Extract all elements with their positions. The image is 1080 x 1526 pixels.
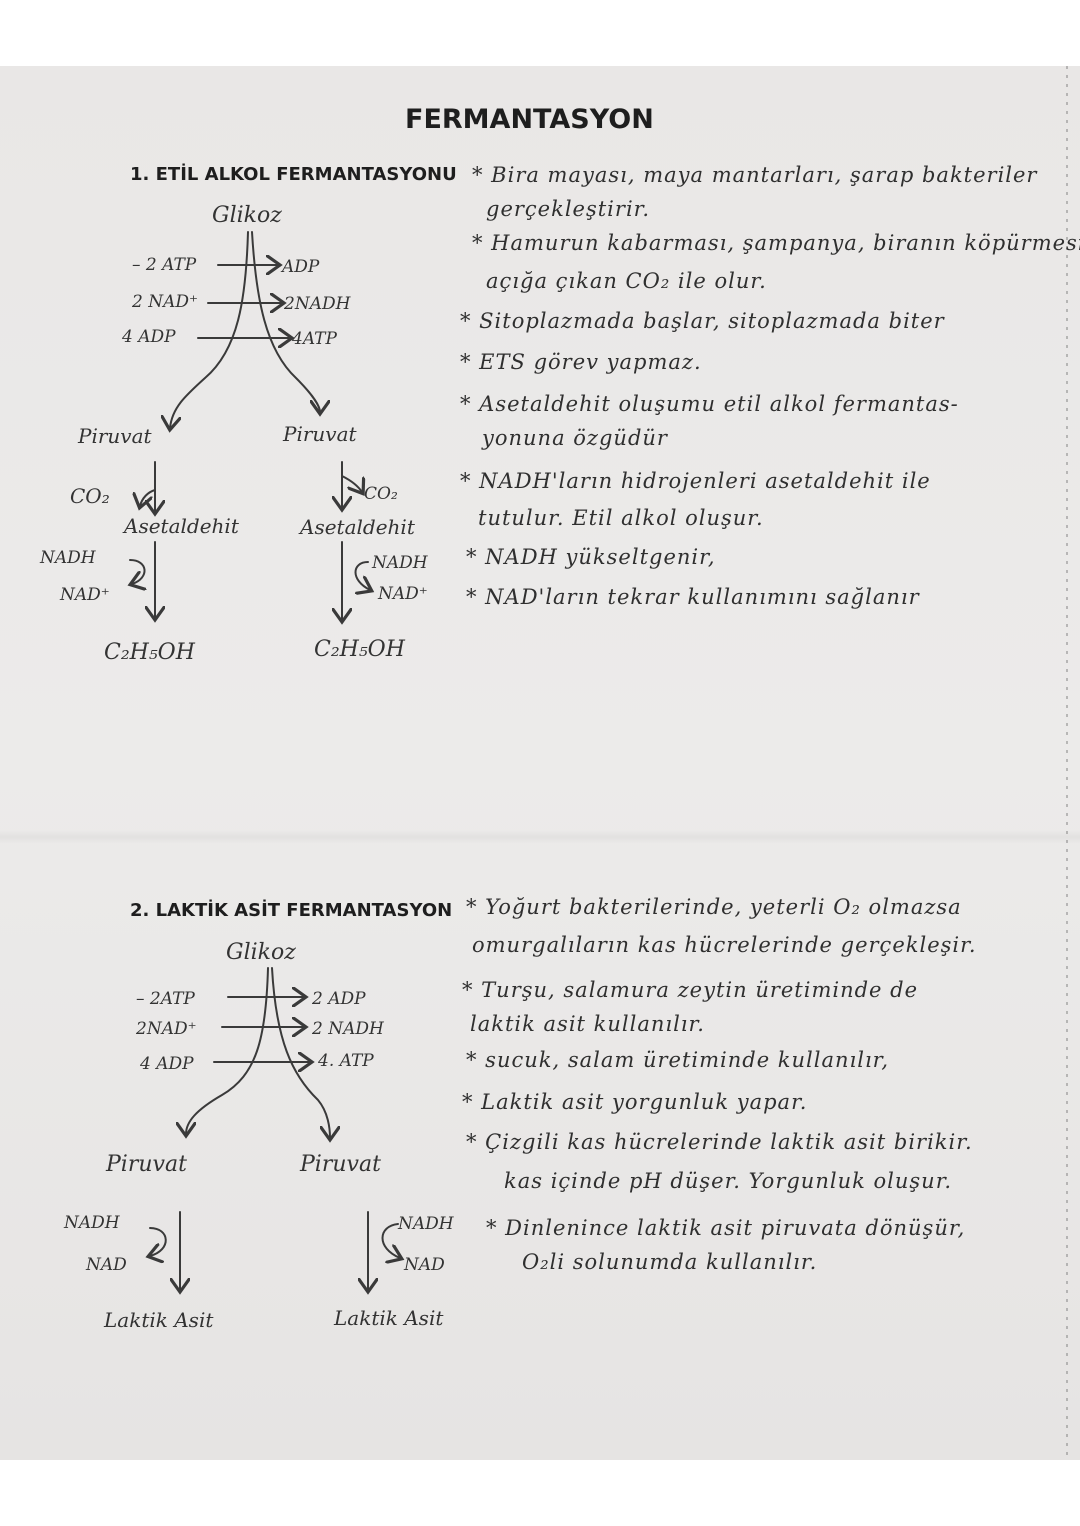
s2-in-nad: 2NAD⁺ [136, 1019, 197, 1039]
s2-note: laktik asit kullanılır. [470, 1012, 705, 1036]
s2-note: * Turşu, salamura zeytin üretiminde de [462, 978, 919, 1002]
s2-product-right: Laktik Asit [334, 1306, 444, 1330]
s2-out-atp: 4. ATP [318, 1051, 374, 1071]
section1-heading: 1. ETİL ALKOL FERMANTASYONU [130, 164, 457, 185]
s2-product-left: Laktik Asit [104, 1308, 214, 1332]
s1-product-right: C₂H₅OH [314, 637, 405, 662]
s1-co2-release-right [341, 475, 362, 492]
s1-glucose-split-right [251, 231, 320, 412]
s1-note: * Sitoplazmada başlar, sitoplazmada bite… [460, 309, 945, 333]
s2-note: * sucuk, salam üretiminde kullanılır, [466, 1048, 890, 1072]
s1-acetaldehyde-left: Asetaldehit [124, 514, 239, 538]
s1-in-adp: 4 ADP [122, 327, 176, 347]
s1-note: * Asetaldehit oluşumu etil alkol fermant… [460, 392, 959, 416]
s1-out-adp: ADP [282, 257, 320, 277]
s1-note: * Bira mayası, maya mantarları, şarap ba… [472, 163, 1038, 187]
s2-note: * Dinlenince laktik asit piruvata dönüşü… [486, 1216, 966, 1240]
s1-out-atp: 4ATP [292, 329, 337, 349]
paper-edge [1066, 66, 1068, 1460]
s1-pyruvate-left: Piruvat [78, 424, 152, 448]
s1-note: yonuna özgüdür [482, 426, 668, 450]
s2-glucose: Glikoz [226, 940, 296, 965]
s1-note: * NADH'ların hidrojenleri asetaldehit il… [460, 469, 931, 493]
s2-in-adp: 4 ADP [140, 1054, 194, 1074]
s2-pyruvate-right: Piruvat [300, 1152, 381, 1177]
s1-glucose-split-left [170, 231, 249, 428]
s2-nad-left: NAD [86, 1255, 127, 1275]
s1-co2-release-left [140, 489, 156, 506]
s1-note: * ETS görev yapmaz. [460, 350, 702, 374]
s2-note: O₂li solunumda kullanılır. [522, 1250, 818, 1274]
s1-in-nad: 2 NAD⁺ [132, 292, 198, 312]
s1-co2-right: CO₂ [364, 484, 398, 504]
s2-note: kas içinde pH düşer. Yorgunluk oluşur. [504, 1169, 953, 1193]
s2-out-adp: 2 ADP [312, 989, 366, 1009]
s2-glucose-split-right [271, 967, 330, 1138]
s1-nad-right: NAD⁺ [378, 584, 428, 604]
section2-heading: 2. LAKTİK ASİT FERMANTASYON [130, 900, 453, 921]
s2-nad-loop-right [381, 1223, 401, 1258]
page-title: FERMANTASYON [405, 104, 654, 135]
s2-nadh-right: NADH [398, 1214, 454, 1234]
s1-glucose: Glikoz [212, 203, 282, 228]
s2-pyruvate-left: Piruvat [106, 1152, 187, 1177]
s1-nad-loop-right [354, 561, 371, 590]
s1-acetaldehyde-right: Asetaldehit [300, 515, 415, 539]
s2-glucose-split-left [186, 967, 269, 1134]
s2-note: * Çizgili kas hücrelerinde laktik asit b… [466, 1130, 973, 1154]
s2-nad-right: NAD [404, 1255, 445, 1275]
s1-note: * Hamurun kabarması, şampanya, biranın k… [472, 231, 1080, 255]
s2-note: omurgalıların kas hücrelerinde gerçekleş… [472, 933, 977, 957]
s1-in-atp: – 2 ATP [132, 255, 197, 275]
paper-fold [0, 830, 1080, 844]
s1-note: * NAD'ların tekrar kullanımını sağlanır [466, 585, 920, 609]
s2-nadh-left: NADH [64, 1213, 120, 1233]
s1-out-nadh: 2NADH [284, 294, 351, 314]
s1-product-left: C₂H₅OH [104, 640, 195, 665]
s1-nad-loop-left [130, 559, 145, 584]
s1-co2-left: CO₂ [70, 484, 110, 508]
s1-nad-left: NAD⁺ [60, 585, 110, 605]
s2-out-nadh: 2 NADH [312, 1019, 384, 1039]
s1-nadh-left: NADH [40, 548, 96, 568]
s2-in-atp: – 2ATP [136, 989, 195, 1009]
s1-note: gerçekleştirir. [486, 197, 651, 221]
s2-note: * Laktik asit yorgunluk yapar. [462, 1090, 808, 1114]
s2-nad-loop-left [150, 1227, 167, 1256]
s1-nadh-right: NADH [372, 553, 428, 573]
s2-note: * Yoğurt bakterilerinde, yeterli O₂ olma… [466, 895, 962, 919]
s1-note: tutulur. Etil alkol oluşur. [478, 506, 764, 530]
s1-note: açığa çıkan CO₂ ile olur. [486, 269, 767, 293]
s1-pyruvate-right: Piruvat [283, 422, 357, 446]
s1-note: * NADH yükseltgenir, [466, 545, 716, 569]
